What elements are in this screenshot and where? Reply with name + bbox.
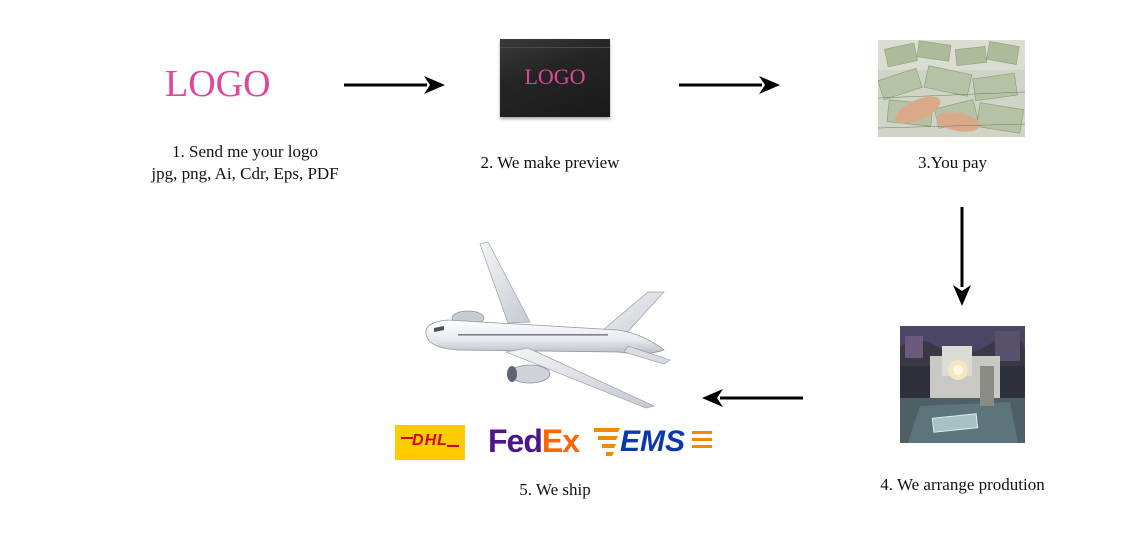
preview-box-lid-line bbox=[500, 47, 610, 48]
ems-logo: EMS bbox=[594, 424, 714, 460]
step5-caption: 5. We ship bbox=[519, 480, 591, 499]
airplane-icon bbox=[425, 241, 671, 409]
step1-caption-line1: 1. Send me your logo bbox=[172, 142, 318, 161]
money-photo bbox=[878, 40, 1025, 137]
preview-box: LOGO bbox=[500, 39, 610, 117]
step1-logo: LOGO bbox=[165, 63, 271, 105]
arrow-left-icon bbox=[702, 389, 803, 407]
step2-caption: 2. We make preview bbox=[480, 153, 620, 172]
arrow-down-icon bbox=[953, 207, 971, 306]
dhl-logo: DHL bbox=[395, 425, 465, 460]
fedex-logo: FedEx bbox=[488, 421, 580, 461]
dhl-logo-text: DHL bbox=[412, 432, 448, 449]
dhl-logo-stripe-top bbox=[401, 437, 413, 439]
step4-caption: 4. We arrange prodution bbox=[880, 475, 1045, 494]
production-photo bbox=[900, 326, 1025, 443]
arrow-right-icon bbox=[344, 76, 445, 94]
preview-box-logo: LOGO bbox=[524, 64, 586, 89]
arrow-right-icon bbox=[679, 76, 780, 94]
step3-caption: 3.You pay bbox=[917, 153, 988, 172]
dhl-logo-stripe-bottom bbox=[447, 445, 459, 447]
ems-logo-stripes-right bbox=[692, 431, 712, 448]
ems-logo-stripes-left bbox=[594, 428, 620, 456]
fedex-logo-fed: Fed bbox=[488, 423, 543, 459]
ems-logo-text: EMS bbox=[620, 425, 686, 458]
step1-caption-line2: jpg, png, Ai, Cdr, Eps, PDF bbox=[151, 164, 339, 183]
fedex-logo-ex: Ex bbox=[541, 423, 580, 459]
step1-caption: 1. Send me your logo jpg, png, Ai, Cdr, … bbox=[110, 141, 380, 185]
